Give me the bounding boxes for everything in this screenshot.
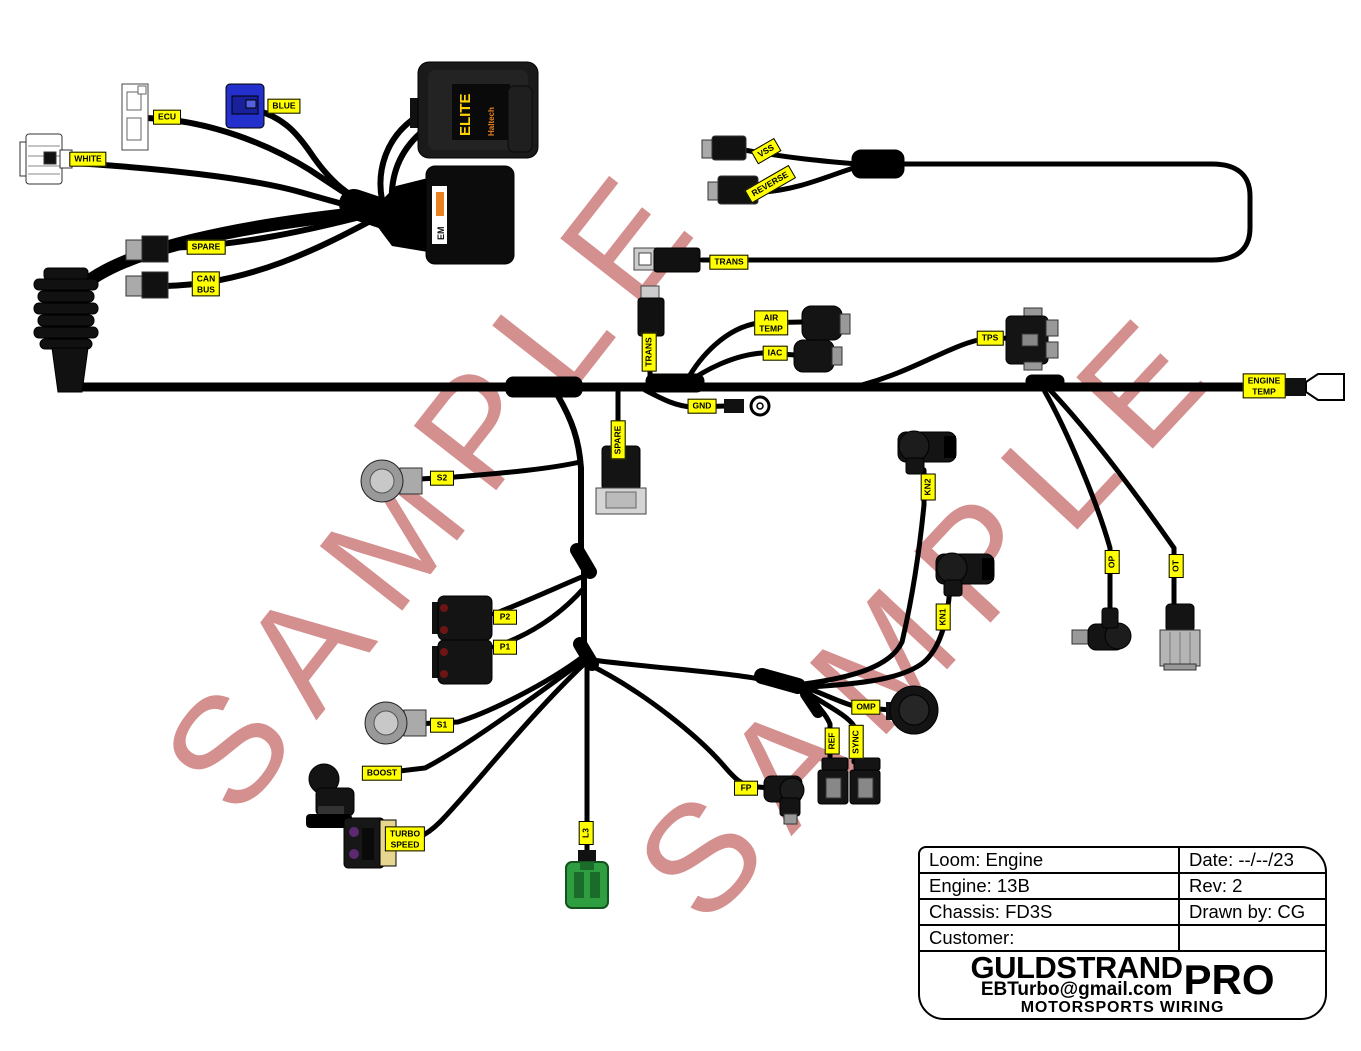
brand-suffix: PRO [1183, 955, 1275, 1003]
wire-label-blue: BLUE [267, 98, 301, 114]
wire-label-white: WHITE [69, 151, 107, 167]
wire-label-spare-top: SPARE [186, 239, 226, 255]
sync-connector-icon [849, 757, 881, 805]
brand-block: GULDSTRAND EBTurbo@gmail.com PRO MOTORSP… [920, 952, 1325, 1018]
kn1-connector-icon [935, 552, 995, 597]
s2-connector-icon [360, 459, 423, 503]
spare-plug-icon [125, 235, 169, 263]
fp-connector-icon [763, 775, 805, 825]
brand-email: EBTurbo@gmail.com [980, 978, 1173, 1000]
wires [55, 107, 1253, 861]
blue-connector-icon [225, 83, 265, 129]
ecu-connector-icon [121, 83, 149, 151]
wire-label-can-bus: CAN BUS [191, 271, 221, 297]
wire-label-p1: P1 [493, 639, 517, 655]
tb-rev: Rev: 2 [1180, 874, 1325, 900]
s1-connector-icon [364, 701, 427, 745]
wire-label-s1: S1 [430, 717, 454, 733]
tb-chassis: Chassis: FD3S [920, 900, 1180, 926]
wire-label-kn2: KN2 [920, 473, 936, 501]
haltech-elite-ecu-icon: ELITE Haltech [410, 61, 539, 159]
elite-label: ELITE [457, 93, 474, 136]
wire-label-iac: IAC [762, 345, 788, 361]
wire-label-ecu: ECU [153, 109, 181, 125]
title-block: Loom: Engine Date: --/--/23 Engine: 13B … [918, 846, 1327, 1020]
wire-label-tps: TPS [976, 330, 1004, 346]
wire-label-engine-temp: ENGINE TEMP [1242, 373, 1286, 399]
op-connector-icon [1071, 607, 1132, 651]
reverse-connector-icon [707, 175, 759, 205]
harness-grommet-icon [33, 267, 99, 393]
tps-connector-icon [1005, 307, 1059, 371]
wire-label-fp: FP [734, 780, 758, 796]
white-connector-icon [19, 133, 73, 185]
wire-label-spare-mid: SPARE [610, 420, 626, 460]
wire-label-trans-v: TRANS [641, 332, 657, 372]
tb-engine: Engine: 13B [920, 874, 1180, 900]
wire-label-air-temp: AIR TEMP [754, 310, 788, 336]
wire-label-ref: REF [824, 727, 840, 755]
l3-connector-icon [565, 850, 609, 909]
tb-loom: Loom: Engine [920, 848, 1180, 874]
wire-label-l3: L3 [578, 821, 594, 845]
wire-label-op: OP [1104, 550, 1120, 574]
trans-connector-icon [633, 247, 701, 273]
omp-connector-icon [886, 685, 939, 735]
ref-connector-icon [817, 757, 849, 805]
wire-label-sync: SYNC [848, 725, 864, 759]
p1-connector-icon [432, 639, 493, 685]
boost-connector-icon [306, 763, 355, 828]
wire-label-trans: TRANS [709, 254, 749, 270]
wire-label-s2: S2 [430, 470, 454, 486]
junction-blocks [505, 149, 1065, 398]
wire-label-kn1: KN1 [935, 603, 951, 631]
tb-drawn-by: Drawn by: CG [1180, 900, 1325, 926]
spare-mid-connector-icon [595, 445, 647, 515]
air-temp-connector-icon [801, 305, 851, 341]
vss-connector-icon [701, 135, 747, 161]
em-label: EM [436, 227, 446, 241]
brand-name: GULDSTRAND [970, 949, 1183, 985]
em-module-icon: EM [368, 165, 515, 265]
wire-label-omp: OMP [851, 699, 881, 715]
kn2-connector-icon [897, 430, 957, 475]
p2-connector-icon [432, 595, 493, 641]
iac-connector-icon [793, 339, 843, 373]
wire-label-gnd: GND [687, 398, 717, 414]
haltech-label: Haltech [487, 107, 496, 136]
wire-label-ot: OT [1168, 554, 1184, 578]
brand-tagline: MOTORSPORTS WIRING [1020, 998, 1225, 1016]
trans-branch-connector-icon [637, 285, 665, 337]
wire-label-turbo-speed: TURBO SPEED [384, 826, 426, 852]
tb-customer: Customer: [920, 926, 1180, 952]
engine-temp-terminal-icon [1284, 373, 1345, 401]
wire-label-p2: P2 [493, 609, 517, 625]
tb-date: Date: --/--/23 [1180, 848, 1325, 874]
can-bus-plug-icon [125, 271, 169, 299]
ot-connector-icon [1159, 603, 1201, 671]
tb-customer-value [1180, 926, 1325, 952]
gnd-ring-terminal-icon [724, 395, 771, 417]
wire-label-boost: BOOST [361, 765, 403, 781]
